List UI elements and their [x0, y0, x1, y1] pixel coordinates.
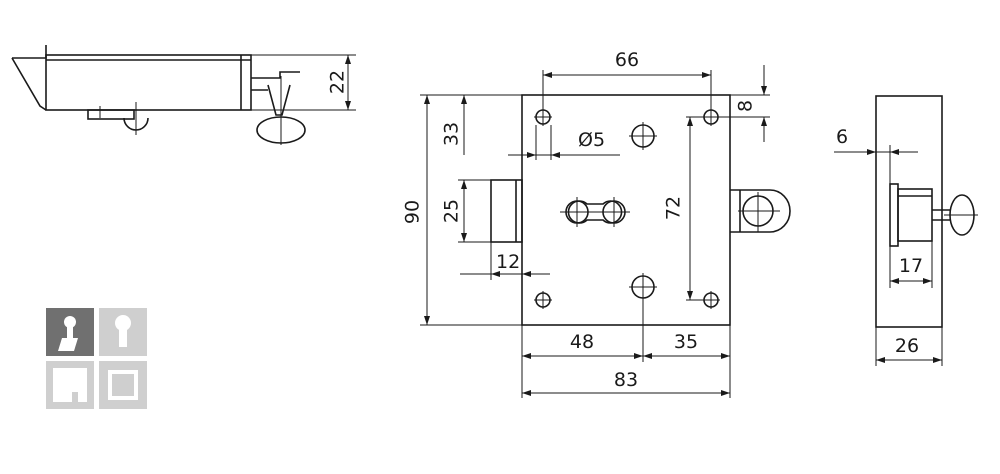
- end-view: 6 17 26: [834, 95, 978, 366]
- hole-spacing-width-label: 66: [615, 49, 639, 71]
- keyhole-to-right-label: 35: [674, 331, 698, 353]
- overall-height-label: 90: [402, 200, 424, 224]
- left-to-keyhole-label: 48: [570, 331, 594, 353]
- keyhole-slot: [567, 200, 623, 224]
- bolt-length-label: 17: [899, 255, 923, 277]
- vertical-hole-spacing-label: 72: [663, 196, 685, 220]
- bolt-profile-icon: [46, 361, 94, 409]
- plate-thickness-label: 6: [836, 126, 848, 148]
- legend-icons: [46, 308, 147, 409]
- hole-diameter-label: Ø5: [578, 129, 605, 151]
- bolt-projection-label: 12: [496, 251, 520, 273]
- bolt-height-label: 25: [441, 199, 463, 223]
- keyhole-icon: [99, 308, 147, 356]
- side-view: 22: [11, 45, 356, 145]
- front-view: 66 8 33 Ø5 90 25: [402, 49, 791, 398]
- hole-to-top-label: 33: [441, 122, 463, 146]
- side-height-label: 22: [327, 70, 349, 94]
- key-operated-lock-icon: [46, 308, 94, 356]
- total-depth-label: 26: [895, 335, 919, 357]
- top-offset-label: 8: [735, 100, 757, 112]
- overall-width-label: 83: [614, 369, 638, 391]
- square-opening-icon: [99, 361, 147, 409]
